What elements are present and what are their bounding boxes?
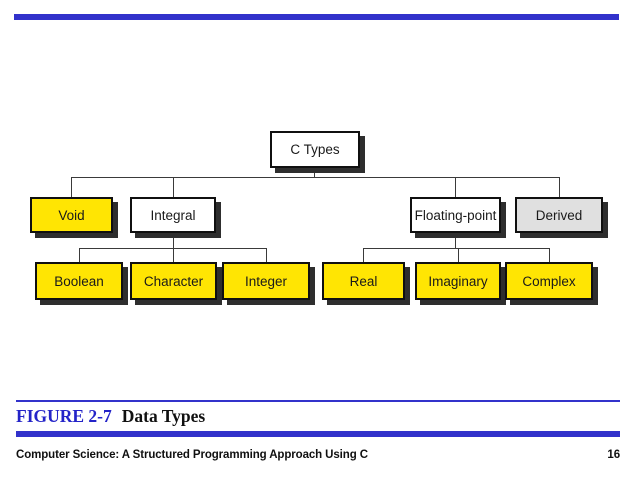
node-real-label: Real <box>349 273 378 289</box>
connector-integral-down <box>173 233 174 248</box>
node-real: Real <box>322 262 405 300</box>
node-c-types: C Types <box>270 131 360 168</box>
footer-book-title: Computer Science: A Structured Programmi… <box>16 449 368 461</box>
connector-derived-stub <box>559 177 560 197</box>
node-boolean-label: Boolean <box>54 273 104 289</box>
connector-real-stub <box>363 248 364 262</box>
node-boolean: Boolean <box>35 262 123 300</box>
node-c-types-label: C Types <box>290 142 340 157</box>
connector-rail-level1 <box>71 177 560 178</box>
connector-imaginary-stub <box>458 248 459 262</box>
connector-floating-down <box>455 233 456 248</box>
node-integral-label: Integral <box>150 207 196 223</box>
connector-ctypes-stub <box>314 168 315 178</box>
node-integer: Integer <box>222 262 310 300</box>
connector-character-stub <box>173 248 174 262</box>
connector-boolean-stub <box>79 248 80 262</box>
caption-bottom-rule <box>16 431 620 437</box>
node-floating-point: Floating-point <box>410 197 501 233</box>
connector-rail-floating-children <box>363 248 550 249</box>
node-floating-point-label: Floating-point <box>414 207 497 223</box>
figure-number: FIGURE 2-7 <box>16 406 112 426</box>
node-void: Void <box>30 197 113 233</box>
footer-page-number: 16 <box>607 449 620 461</box>
figure-caption: FIGURE 2-7 Data Types <box>16 406 620 427</box>
top-blue-rule <box>14 14 619 20</box>
node-character-label: Character <box>143 273 204 289</box>
caption-top-rule <box>16 400 620 402</box>
node-character: Character <box>130 262 217 300</box>
node-imaginary: Imaginary <box>415 262 501 300</box>
node-derived-label: Derived <box>535 207 583 223</box>
connector-integer-stub <box>266 248 267 262</box>
slide-footer: Computer Science: A Structured Programmi… <box>16 449 620 461</box>
connector-integral-stub <box>173 177 174 197</box>
node-integer-label: Integer <box>244 273 288 289</box>
node-derived: Derived <box>515 197 603 233</box>
node-integral: Integral <box>130 197 216 233</box>
connector-complex-stub <box>549 248 550 262</box>
figure-title: Data Types <box>121 406 206 426</box>
connector-void-stub <box>71 177 72 197</box>
node-imaginary-label: Imaginary <box>428 273 488 289</box>
node-complex-label: Complex <box>522 273 576 289</box>
node-void-label: Void <box>58 207 85 223</box>
node-complex: Complex <box>505 262 593 300</box>
connector-floating-stub <box>455 177 456 197</box>
